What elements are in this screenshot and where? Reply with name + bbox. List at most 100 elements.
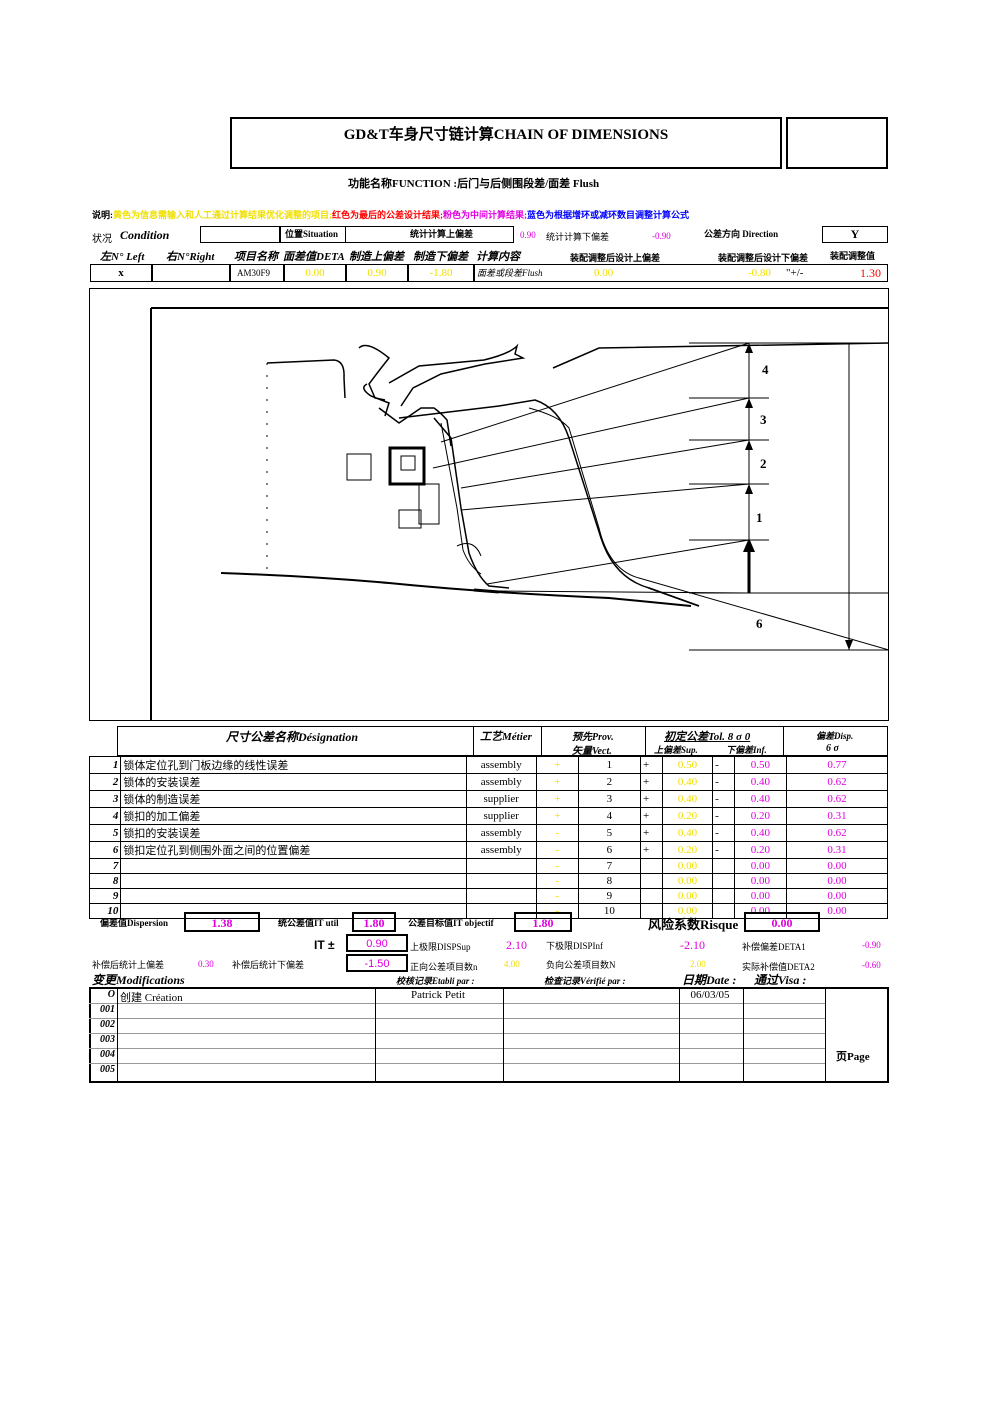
- row-metier[interactable]: [465, 903, 537, 919]
- row-designation[interactable]: 锁扣定位孔到侧围外面之间的位置偏差: [120, 841, 467, 859]
- row-metier[interactable]: assembly: [465, 756, 537, 774]
- row-metier[interactable]: assembly: [465, 841, 537, 859]
- mod-col-divider: [375, 987, 376, 1083]
- risk-label: 风险系数Risque: [648, 917, 739, 932]
- row-designation[interactable]: 锁体的安装误差: [120, 773, 467, 791]
- row-inf: 0.00: [733, 873, 787, 889]
- row-designation[interactable]: [120, 888, 467, 904]
- row-metier[interactable]: supplier: [465, 807, 537, 825]
- row-sup[interactable]: 0.50: [661, 756, 714, 774]
- row3-asm-up[interactable]: 0.00: [594, 267, 614, 279]
- page-number-box: [786, 117, 888, 169]
- row-disp: 0.31: [785, 807, 889, 825]
- mod-col-divider: [679, 987, 680, 1083]
- diagram-label-4: 4: [762, 362, 769, 377]
- row-sign[interactable]: +: [535, 756, 579, 774]
- direction-value: Y: [822, 226, 888, 243]
- row-sign[interactable]: -: [535, 888, 579, 904]
- row-plus: +: [639, 773, 663, 791]
- row-sup[interactable]: 0.00: [661, 858, 714, 874]
- row-sup[interactable]: 0.40: [661, 790, 714, 808]
- row-sign[interactable]: -: [535, 841, 579, 859]
- h-designation: 尺寸公差名称Désignation: [226, 730, 359, 744]
- row-vect: 2: [577, 773, 641, 791]
- itutil-value: 1.80: [352, 912, 396, 932]
- mod-row-number: 004: [100, 1049, 115, 1060]
- row-inf: 0.00: [733, 888, 787, 904]
- row-vect: 4: [577, 807, 641, 825]
- mod-row-number: 003: [100, 1034, 115, 1045]
- condition-input[interactable]: [200, 226, 280, 243]
- row-sup[interactable]: 0.00: [661, 873, 714, 889]
- legend-yellow: 黄色为信息需输入和人工通过计算结果优化调整的项目;: [113, 210, 332, 220]
- row-sign[interactable]: -: [535, 858, 579, 874]
- deta-label: 面差值DETA: [283, 251, 345, 263]
- row-number: 8: [88, 873, 122, 889]
- row-metier[interactable]: [465, 888, 537, 904]
- risk-value: 0.00: [744, 912, 820, 932]
- diagram-label-3: 3: [760, 412, 767, 427]
- row-designation[interactable]: 锁体定位孔到门板边缘的线性误差: [120, 756, 467, 774]
- deta1-label: 补偿偏差DETA1: [742, 942, 806, 952]
- left-label: 左N° Left: [100, 251, 145, 263]
- row-disp: 0.77: [785, 756, 889, 774]
- row-sup[interactable]: 0.40: [661, 773, 714, 791]
- row3-deta[interactable]: 0.00: [284, 264, 346, 282]
- stat-up-value: 0.90: [520, 230, 536, 240]
- row-sign[interactable]: +: [535, 807, 579, 825]
- row3-asm-down[interactable]: -0.80: [748, 267, 771, 279]
- dispinf-label: 下极限DISPInf: [546, 941, 604, 951]
- row-metier[interactable]: assembly: [465, 773, 537, 791]
- row-designation[interactable]: [120, 873, 467, 889]
- row3-right[interactable]: [152, 264, 230, 282]
- row-sup[interactable]: 0.00: [661, 888, 714, 904]
- row-plus: [639, 873, 663, 889]
- row-sign[interactable]: -: [535, 824, 579, 842]
- row-number: 4: [88, 807, 122, 825]
- row-sup[interactable]: 0.20: [661, 807, 714, 825]
- row-sign[interactable]: -: [535, 873, 579, 889]
- row-disp: 0.00: [785, 873, 889, 889]
- posn-value[interactable]: 4.00: [504, 959, 520, 969]
- row-metier[interactable]: supplier: [465, 790, 537, 808]
- row-disp: 0.31: [785, 841, 889, 859]
- h-metier: 工艺Métier: [480, 731, 532, 743]
- item-label: 项目名称: [234, 251, 278, 263]
- col-divider: [783, 726, 784, 756]
- row-metier[interactable]: [465, 858, 537, 874]
- row-inf: 0.20: [733, 807, 787, 825]
- row-designation[interactable]: 锁扣的加工偏差: [120, 807, 467, 825]
- right-label: 右N°Right: [166, 251, 215, 263]
- deta2-label: 实际补偿值DETA2: [742, 962, 815, 972]
- asm-up-label: 装配调整后设计上偏差: [570, 253, 661, 263]
- row-metier[interactable]: assembly: [465, 824, 537, 842]
- h-inf: 下偏差Inf.: [726, 745, 767, 755]
- it-down-value: -1.50: [346, 954, 408, 972]
- mod-row-number: O: [107, 989, 115, 1000]
- row-sup[interactable]: 0.40: [661, 824, 714, 842]
- row-designation[interactable]: 锁体的制造误差: [120, 790, 467, 808]
- row-vect: 6: [577, 841, 641, 859]
- row-sup[interactable]: 0.00: [661, 903, 714, 919]
- row-sup[interactable]: 0.20: [661, 841, 714, 859]
- itobj-value[interactable]: 1.80: [514, 912, 572, 932]
- row-designation[interactable]: 锁扣的安装误差: [120, 824, 467, 842]
- row-sign[interactable]: +: [535, 790, 579, 808]
- legend-prefix: 说明:: [92, 210, 113, 220]
- row-sign[interactable]: +: [535, 773, 579, 791]
- calc-label: 计算内容: [476, 251, 520, 263]
- mod-row-line: [89, 1048, 825, 1049]
- posn-label: 正向公差项目数n: [410, 962, 478, 972]
- disp-value: 1.38: [184, 912, 260, 932]
- row3-mfg-down[interactable]: -1.80: [408, 264, 474, 282]
- row3-mfg-up[interactable]: 0.90: [346, 264, 408, 282]
- negn-value[interactable]: 2.00: [690, 959, 706, 969]
- row-designation[interactable]: [120, 858, 467, 874]
- row-metier[interactable]: [465, 873, 537, 889]
- legend: 说明:黄色为信息需输入和人工通过计算结果优化调整的项目;红色为最后的公差设计结果…: [92, 208, 689, 221]
- row-inf: 0.20: [733, 841, 787, 859]
